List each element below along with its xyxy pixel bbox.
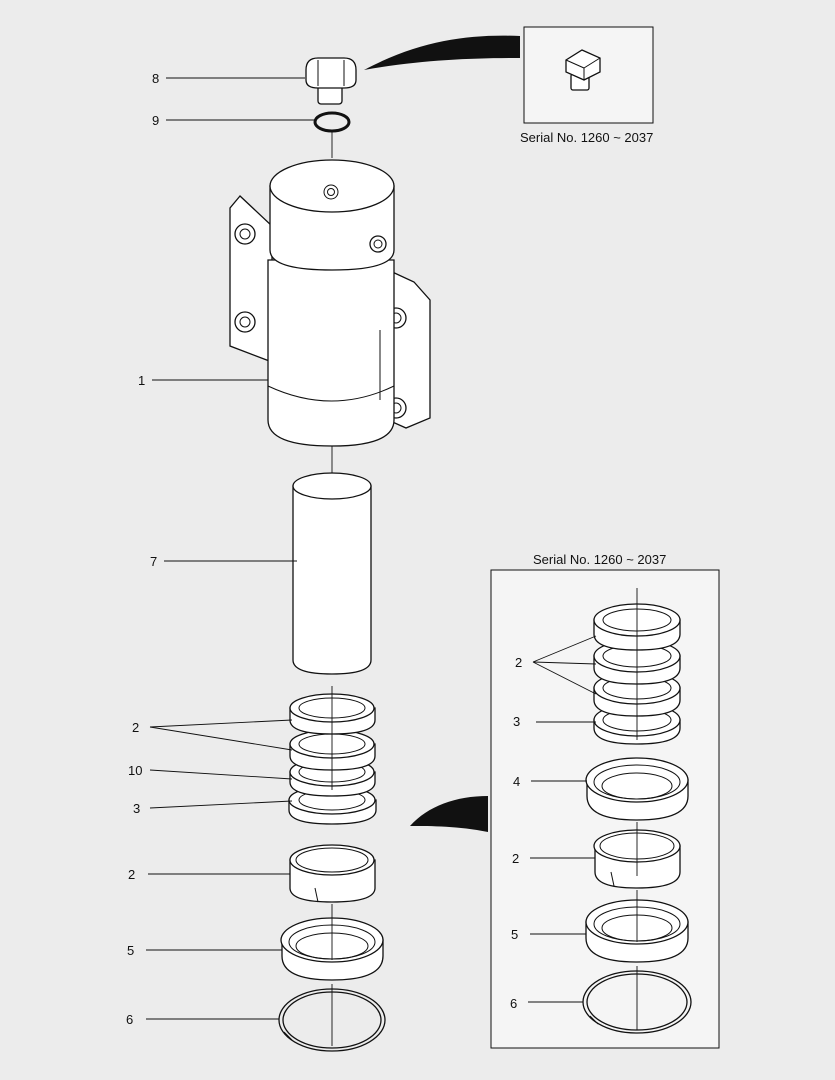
inset-top-caption: Serial No. 1260 ~ 2037 (520, 130, 653, 145)
inset-top: Serial No. 1260 ~ 2037 (364, 26, 654, 145)
inset-callout-wiper: 5 (511, 927, 518, 942)
inset-callout-spring: 2 (515, 655, 522, 670)
plug-variant-part (565, 49, 601, 91)
callout-wiper: 5 (127, 943, 134, 958)
plug-part (305, 57, 357, 105)
callout-ring: 2 (128, 867, 135, 882)
inset-callout-ring: 2 (512, 851, 519, 866)
housing-part (229, 159, 431, 447)
callout-body: 1 (138, 373, 145, 388)
inset-callout-seal: 4 (513, 774, 520, 789)
callout-snap: 6 (126, 1012, 133, 1027)
callout-collar: 3 (133, 801, 140, 816)
o-ring-part (313, 111, 351, 133)
inset-bottom: Serial No. 1260 ~ 2037 2 3 4 2 (410, 552, 720, 1049)
inset-bottom-caption: Serial No. 1260 ~ 2037 (533, 552, 666, 567)
inset-callout-collar: 3 (513, 714, 520, 729)
callout-shim: 10 (128, 763, 142, 778)
split-ring-part (289, 844, 376, 903)
callout-oring: 9 (152, 113, 159, 128)
callout-spring: 2 (132, 720, 139, 735)
spring-stack-part (288, 693, 377, 825)
callout-plug: 8 (152, 71, 159, 86)
callout-pin: 7 (150, 554, 157, 569)
pin-part (292, 472, 372, 675)
inset-callout-snap: 6 (510, 996, 517, 1011)
